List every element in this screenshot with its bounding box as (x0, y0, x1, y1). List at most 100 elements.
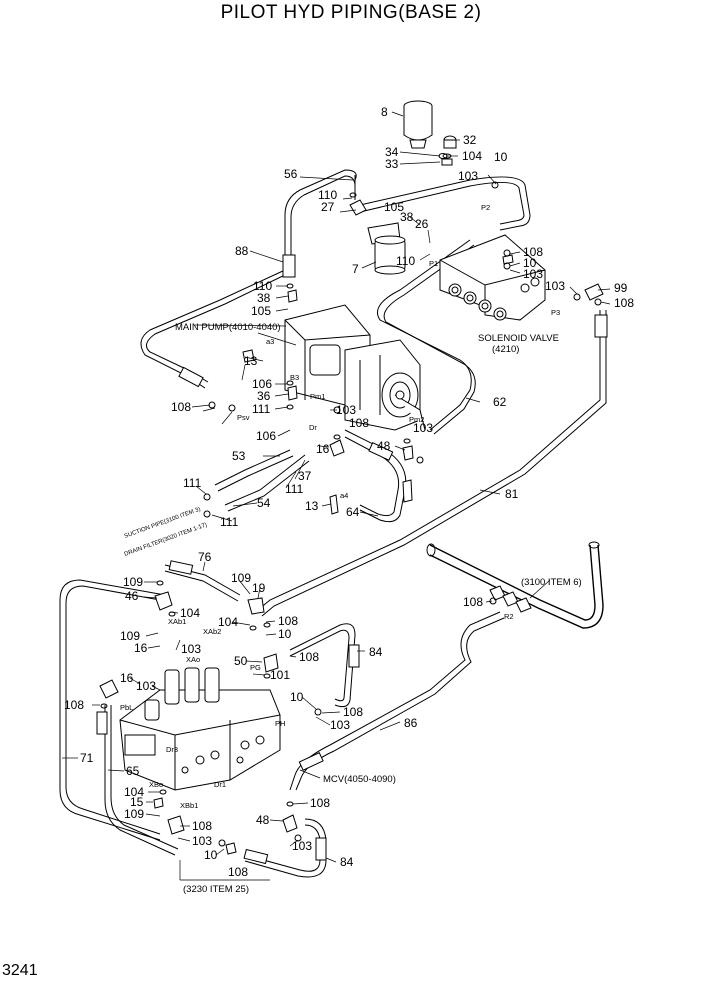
port-label: Pm2 (409, 415, 424, 424)
callout: 108 (523, 245, 543, 259)
port-label: XAb1 (168, 617, 186, 626)
callout: 108 (192, 819, 212, 833)
callout: 101 (270, 668, 290, 682)
callout: 19 (252, 581, 266, 595)
port-label: XBb1 (180, 801, 198, 810)
callout: 38 (257, 291, 271, 305)
callout: 111 (285, 482, 304, 496)
callout: 34 (385, 145, 399, 159)
port-label: Dr3 (166, 745, 178, 754)
callout: 108 (64, 698, 84, 712)
port-label: Dr (309, 423, 317, 432)
port-label: XAo (186, 655, 200, 664)
solenoid-valve-label: SOLENOID VALVE (478, 333, 559, 344)
port-label: PbL (120, 703, 133, 712)
callout: 104 (462, 149, 482, 163)
callout: 53 (232, 449, 246, 463)
callout: 10 (204, 848, 218, 862)
fittings (99, 199, 604, 855)
ref-3230: (3230 ITEM 25) (183, 884, 249, 895)
callout: 15 (130, 795, 144, 809)
callout: 65 (126, 764, 140, 778)
callout: 99 (614, 281, 628, 295)
callout: 16 (316, 442, 330, 456)
callout: 71 (80, 751, 94, 765)
callout: 48 (377, 439, 391, 453)
callout: 103 (413, 421, 433, 435)
callout: 110 (396, 254, 415, 268)
port-label: a4 (340, 491, 348, 500)
port-label: a3 (266, 337, 274, 346)
callout: 108 (228, 865, 248, 879)
callout: 7 (352, 262, 359, 276)
port-label: Pm1 (310, 392, 325, 401)
callout: 103 (192, 834, 212, 848)
callout: 106 (256, 429, 276, 443)
callout: 88 (235, 244, 249, 258)
callout: 104 (218, 615, 238, 629)
reservoir-8 (403, 100, 457, 166)
suction-pipe-ref: (3100 ITEM 6) (521, 577, 582, 588)
callout: 105 (251, 304, 271, 318)
main-pump-label: MAIN PUMP(4010-4040) (175, 322, 281, 333)
hoses (59, 169, 607, 878)
callout: 10 (523, 256, 537, 270)
filter-7 (367, 222, 406, 275)
callout: 50 (234, 654, 248, 668)
callout: 27 (321, 200, 335, 214)
callout: 103 (136, 679, 156, 693)
suction-pipe-note: SUCTION PIPE(3100 ITEM 3) (124, 507, 202, 540)
callout: 13 (244, 354, 258, 368)
callout: 108 (614, 296, 634, 310)
callout: 16 (134, 641, 148, 655)
drain-filter-note: DRAIN FILTER(3020 ITEM 1-17) (124, 522, 208, 558)
port-label: Dr1 (214, 780, 226, 789)
callout: 108 (349, 416, 369, 430)
callout: 38 (400, 210, 414, 224)
callout: 105 (384, 200, 404, 214)
callout: 106 (252, 377, 272, 391)
callout: 26 (415, 217, 429, 231)
callout: 62 (493, 395, 507, 409)
callout: 109 (231, 571, 251, 585)
callout: 46 (125, 589, 139, 603)
callout: 108 (299, 650, 319, 664)
callout: 32 (463, 133, 477, 147)
callout: 81 (505, 487, 519, 501)
rotated-labels: SUCTION PIPE(3100 ITEM 3) DRAIN FILTER(3… (124, 507, 208, 558)
port-label: XAb2 (203, 627, 221, 636)
callout: 108 (278, 614, 298, 628)
callout: 103 (330, 718, 350, 732)
callout: 10 (278, 627, 292, 641)
callout: 108 (310, 796, 330, 810)
callout: 8 (381, 105, 388, 119)
callout: 76 (198, 550, 212, 564)
solenoid-valve-block (439, 234, 546, 321)
callout: 56 (284, 167, 298, 181)
callout: 103 (181, 642, 201, 656)
text-labels: MAIN PUMP(4010-4040) SOLENOID VALVE (421… (175, 322, 582, 895)
callout: 108 (463, 595, 483, 609)
callout: 108 (171, 400, 191, 414)
mcv-block (119, 667, 281, 791)
callout: 33 (385, 157, 399, 171)
port-label: P1 (429, 259, 438, 268)
callout: 103 (458, 169, 478, 183)
callout: 104 (124, 785, 144, 799)
port-label: R2 (504, 612, 514, 621)
port-label: PH (275, 719, 285, 728)
callout: 103 (523, 267, 543, 281)
callout: 36 (257, 389, 271, 403)
callout: 103 (336, 403, 356, 417)
callout: 13 (305, 499, 319, 513)
callout: 111 (252, 402, 271, 416)
main-pump (284, 304, 426, 431)
callout: 103 (292, 839, 312, 853)
callout: 16 (120, 671, 134, 685)
port-label: P3 (551, 308, 560, 317)
callout: 84 (340, 855, 354, 869)
leader-lines (62, 111, 611, 881)
solenoid-valve-ref: (4210) (492, 344, 519, 355)
